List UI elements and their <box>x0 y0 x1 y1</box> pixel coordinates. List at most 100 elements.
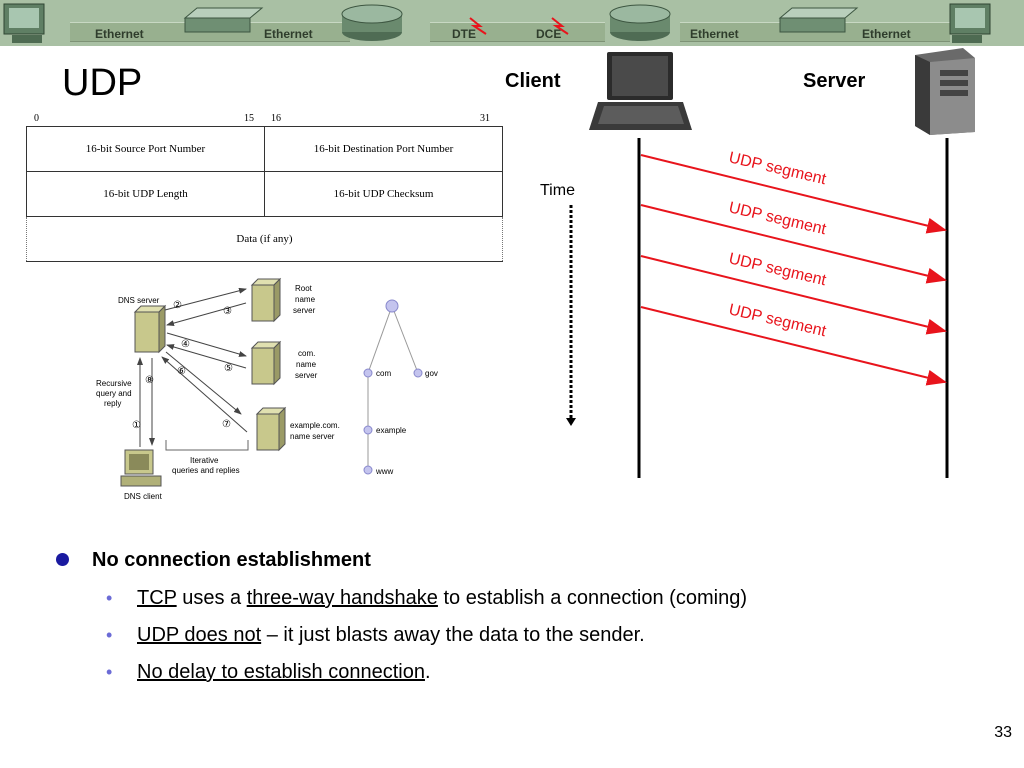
workstation-icon <box>3 3 45 43</box>
workstation-icon <box>949 3 991 43</box>
source-port-cell: 16-bit Source Port Number <box>26 126 265 172</box>
step-number: ④ <box>181 339 190 350</box>
banner-label-dte: DTE <box>452 27 476 41</box>
udp-segment-label: UDP segment <box>727 199 828 238</box>
dns-client-label: DNS client <box>124 492 163 501</box>
laptop-icon <box>589 52 692 130</box>
network-banner: Ethernet Ethernet DTE DCE Ethernet Ether… <box>0 0 1024 46</box>
bullet-list: No connection establishment • TCP uses a… <box>56 546 996 691</box>
dns-resolution-diagram: DNS server Root name server com. name se… <box>96 277 438 501</box>
tree-label: com <box>376 369 391 378</box>
page-number: 33 <box>994 724 1012 741</box>
iterative-label: Iterative <box>190 456 219 465</box>
udp-header-table: 16-bit Source Port Number 16-bit Destina… <box>26 126 503 262</box>
example-server-label: example.com. <box>290 421 340 430</box>
slide-title: UDP <box>62 62 143 104</box>
sub-bullet-icon: • <box>106 588 113 608</box>
udp-segment-arrow <box>640 154 947 234</box>
step-number: ⑦ <box>222 419 231 430</box>
udp-segment-label: UDP segment <box>727 250 828 289</box>
root-server-icon <box>250 277 282 323</box>
dns-arrow <box>164 287 247 311</box>
banner-label-ethernet: Ethernet <box>690 27 739 41</box>
bullet-main: No connection establishment <box>56 546 996 574</box>
tree-node <box>363 465 373 475</box>
data-cell: Data (if any) <box>26 216 503 262</box>
root-server-label: server <box>293 306 316 315</box>
root-server-label: Root <box>295 284 313 293</box>
bullet-text: to establish a connection (coming) <box>437 587 747 609</box>
checksum-cell: 16-bit UDP Checksum <box>264 171 503 217</box>
router-icon <box>341 4 403 41</box>
bullet-sub: • UDP does not – it just blasts away the… <box>56 617 996 654</box>
dns-server-icon <box>133 304 167 354</box>
step-number: ⑥ <box>177 366 186 377</box>
dns-arrow <box>166 344 247 369</box>
server-label: Server <box>803 70 866 92</box>
sub-bullet-icon: • <box>106 662 113 682</box>
udp-segment-arrow <box>640 204 947 284</box>
udp-segment-label: UDP segment <box>727 301 828 340</box>
udp-segment-label: UDP segment <box>727 149 828 188</box>
tcp-link: TCP <box>137 587 177 609</box>
com-server-label: name <box>296 360 317 369</box>
handshake-link: three-way handshake <box>246 587 438 609</box>
bullet-text: – it just blasts away the data to the se… <box>261 624 645 646</box>
length-cell: 16-bit UDP Length <box>26 171 265 217</box>
bullet-main-text: No connection establishment <box>92 549 371 571</box>
bit-label: 16 <box>271 113 281 124</box>
com-server-icon <box>250 340 282 386</box>
serial-link-icon <box>551 17 569 35</box>
router-icon <box>609 4 671 41</box>
banner-label-ethernet: Ethernet <box>95 27 144 41</box>
tree-label: example <box>376 426 407 435</box>
step-number: ③ <box>223 306 232 317</box>
recursive-label: Recursive <box>96 379 132 388</box>
dns-client-icon <box>120 449 162 487</box>
com-server-label: com. <box>298 349 315 358</box>
client-label: Client <box>505 70 561 92</box>
dns-server-label: DNS server <box>118 296 160 305</box>
bit-label: 0 <box>34 113 39 124</box>
switch-icon <box>778 7 859 33</box>
bullet-text: uses a <box>176 587 247 609</box>
switch-icon <box>183 7 264 33</box>
tree-node <box>363 425 373 435</box>
iterative-bracket <box>165 440 249 451</box>
dns-arrow <box>166 302 247 327</box>
example-server-icon <box>255 406 287 452</box>
com-server-label: server <box>295 371 318 380</box>
serial-link-icon <box>469 17 487 35</box>
step-number: ⑤ <box>224 363 233 374</box>
time-arrow-head <box>566 418 576 426</box>
tree-node <box>363 368 373 378</box>
dns-arrow <box>165 351 242 415</box>
tree-label: gov <box>425 369 438 378</box>
tree-node <box>385 299 399 313</box>
udp-segment-arrow <box>640 306 947 386</box>
udp-does-not-text: UDP does not <box>137 624 262 646</box>
bullet-sub: • TCP uses a three-way handshake to esta… <box>56 580 996 617</box>
example-server-label: name server <box>290 432 335 441</box>
bullet-dot-icon <box>56 553 69 566</box>
banner-label-ethernet: Ethernet <box>264 27 313 41</box>
banner-label-ethernet: Ethernet <box>862 27 911 41</box>
step-number: ② <box>173 300 182 311</box>
banner-icons <box>3 3 991 43</box>
bit-label: 15 <box>244 113 254 124</box>
root-server-label: name <box>295 295 316 304</box>
bullet-text: . <box>424 661 431 683</box>
tree-node <box>413 368 423 378</box>
step-number: ⑧ <box>145 375 154 386</box>
server-tower-icon <box>915 48 975 135</box>
iterative-label: queries and replies <box>172 466 240 475</box>
time-label: Time <box>540 182 575 199</box>
dns-tree: com gov example www <box>363 299 438 476</box>
banner-label-dce: DCE <box>536 27 562 41</box>
recursive-label: reply <box>104 399 121 408</box>
bullet-sub: • No delay to establish connection. <box>56 654 996 691</box>
dns-arrow <box>166 332 247 357</box>
tree-label: www <box>375 467 394 476</box>
udp-segment-arrow <box>640 255 947 335</box>
sub-bullet-icon: • <box>106 625 113 645</box>
